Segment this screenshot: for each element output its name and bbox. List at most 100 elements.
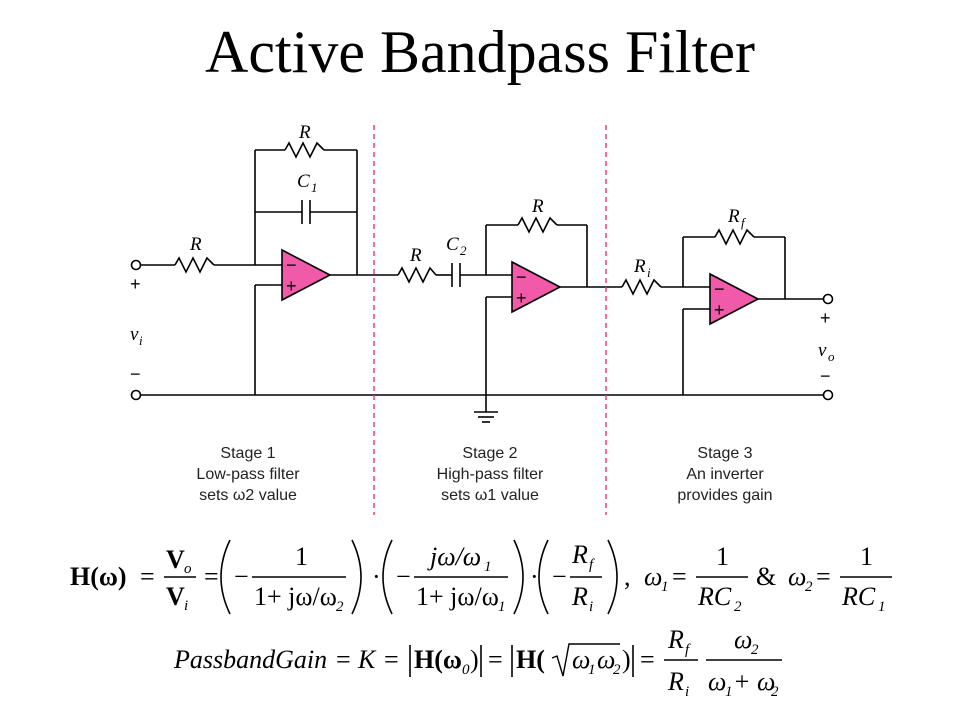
eq-vo-sub: o <box>184 561 192 577</box>
label-rf: R <box>727 206 740 227</box>
stage1-line2: Low-pass filter <box>196 466 300 483</box>
resistor-rfb2 <box>517 216 558 234</box>
eq-gain-w1-den-sub: 1 <box>725 684 733 700</box>
eq-gain-w2: ω <box>734 625 752 654</box>
label-ri-sub: i <box>647 265 651 280</box>
eq-gain-k: K <box>357 645 377 674</box>
eq-w2-den-sub: 1 <box>878 599 886 615</box>
circuit-wiring <box>140 141 825 423</box>
label-vi-sub: i <box>139 333 143 348</box>
stage1-line1: Stage 1 <box>220 445 275 462</box>
opamp-stage1 <box>281 248 332 302</box>
eq-t1-den-sub: 2 <box>336 599 344 615</box>
eq-vo: V <box>166 545 185 574</box>
vo-plus: + <box>820 308 831 328</box>
stage2-line1: Stage 2 <box>462 445 517 462</box>
output-terminal-bottom <box>822 389 834 401</box>
vi-plus: + <box>130 274 141 294</box>
eq-vi-sub: i <box>184 598 188 614</box>
eq-w2-den: RC <box>841 582 876 611</box>
eq-equals-2: = <box>204 562 219 591</box>
label-rf-sub: f <box>741 215 747 230</box>
eq-gain-w2-den-sub: 2 <box>771 684 779 700</box>
label-c2-sub: 2 <box>460 243 467 258</box>
eq-minus: − <box>552 562 567 591</box>
label-vi: v <box>130 324 139 345</box>
eq-paren <box>220 539 231 615</box>
eq-equals-1: = <box>140 562 155 591</box>
eq-minus: − <box>396 562 411 591</box>
eq-w2: ω <box>788 562 806 591</box>
label-ri: R <box>633 256 646 277</box>
eq-gain-paren-close-2: ) <box>622 645 631 674</box>
eq-gain-equals-1: = <box>336 645 351 674</box>
eq-paren <box>382 539 393 615</box>
opamp-stage3 <box>709 272 760 326</box>
eq-dot: · <box>372 562 381 591</box>
eq-gain-w2-den: + ω <box>733 667 775 696</box>
eq-w1-den-sub: 2 <box>734 599 742 615</box>
label-r-feedback2: R <box>531 196 544 217</box>
opamp3-plus: + <box>714 300 725 320</box>
label-vo: v <box>818 340 827 361</box>
eq-t3-num-sub: f <box>589 557 595 573</box>
eq-t3-den: R <box>571 582 588 611</box>
stage2-line2: High-pass filter <box>437 466 544 483</box>
eq-equals-3: = <box>672 562 687 591</box>
resistor-rfb1 <box>284 141 325 159</box>
label-r2: R <box>409 245 422 266</box>
transfer-function-equation: H(ω) = V o V i = − 1 1+ jω/ω 2 · − jω/ω … <box>70 539 892 615</box>
eq-t1-num: 1 <box>295 542 308 571</box>
eq-sqrt-sign <box>551 643 620 677</box>
resistor-rf <box>714 228 755 246</box>
eq-gain-rf: R <box>667 625 684 654</box>
stage-captions: Stage 1 Low-pass filter sets ω2 value St… <box>196 445 772 504</box>
input-terminal-bottom <box>130 389 142 401</box>
eq-gain-sqrt-w2: ω <box>597 645 615 674</box>
eq-minus: − <box>234 562 249 591</box>
stage3-line2: An inverter <box>686 466 764 483</box>
vo-minus: − <box>820 366 831 386</box>
eq-gain-h0: H(ω <box>414 645 462 674</box>
eq-gain-paren-close: ) <box>470 645 479 674</box>
eq-gain-ri: R <box>667 667 684 696</box>
page-title: Active Bandpass Filter <box>205 19 755 85</box>
eq-gain-w1-den: ω <box>708 667 726 696</box>
eq-gain-equals-4: = <box>640 645 655 674</box>
eq-t1-den: 1+ jω/ω <box>254 582 337 611</box>
eq-t2-den: 1+ jω/ω <box>416 582 499 611</box>
opamp3-minus: − <box>714 279 725 299</box>
stage2-line3: sets ω1 value <box>441 487 539 504</box>
label-r1: R <box>189 234 202 255</box>
stage1-line3: sets ω2 value <box>199 487 297 504</box>
eq-gain-ri-sub: i <box>685 684 689 700</box>
eq-lhs: H(ω) <box>70 562 127 591</box>
input-terminal-top <box>130 259 142 271</box>
eq-paren <box>538 539 549 615</box>
eq-dot: · <box>530 562 539 591</box>
opamp-stage2 <box>511 260 562 314</box>
eq-comma: , <box>624 562 631 591</box>
eq-vi: V <box>166 582 185 611</box>
eq-w1: ω <box>644 562 662 591</box>
eq-gain-rf-sub: f <box>685 642 691 658</box>
eq-gain-equals-2: = <box>384 645 399 674</box>
eq-w1-den: RC <box>697 582 732 611</box>
resistor-r1 <box>174 256 215 274</box>
eq-t2-num: jω/ω <box>427 542 481 571</box>
eq-t2-num-sub: 1 <box>484 559 492 575</box>
opamp2-plus: + <box>516 288 527 308</box>
passband-gain-equation: PassbandGain = K = H(ω 0 ) = H( ω 1 ω 2 … <box>173 625 782 700</box>
eq-gain-h0-sub: 0 <box>462 662 470 678</box>
resistor-r2 <box>397 266 437 284</box>
eq-amp: & <box>756 562 776 591</box>
stage3-line3: provides gain <box>677 487 772 504</box>
label-c1: C <box>297 171 310 192</box>
eq-gain-sqrt-w1-sub: 1 <box>588 662 596 678</box>
eq-gain-lhs: PassbandGain <box>173 645 327 674</box>
label-r-feedback1: R <box>298 122 311 143</box>
eq-paren <box>607 539 618 615</box>
output-terminal-top <box>822 293 834 305</box>
eq-gain-hsqrt: H( <box>516 645 545 674</box>
